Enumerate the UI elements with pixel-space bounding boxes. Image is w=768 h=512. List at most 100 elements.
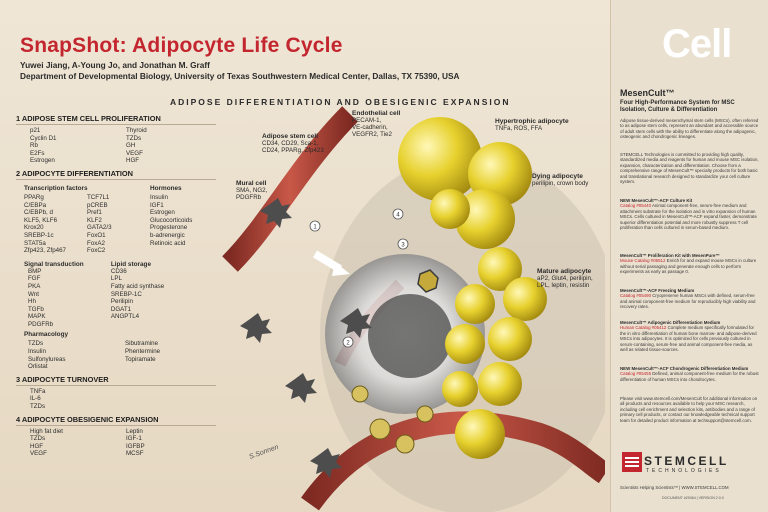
signal-heading: Signal transduction [24, 260, 84, 268]
preadipocyte [369, 418, 391, 440]
section-2-tf-hormones: Transcription factors PPARg C/EBPa C/EBP… [16, 182, 216, 255]
list-item: FoxC2 [87, 247, 106, 255]
section-4-lists: High fat diet TZDs HGF VEGF Leptin IGF-1… [16, 428, 216, 458]
mature-adipocyte [488, 317, 532, 361]
step-number: 2 [346, 341, 350, 347]
list-item: Fatty acid synthase [110, 282, 165, 290]
list-item: KLF5, KLF6 [24, 216, 58, 224]
list-item: High fat diet [30, 427, 64, 435]
step-marker-3 [397, 238, 409, 250]
section-1-heading: 1 ADIPOSE STEM CELL PROLIFERATION [16, 114, 216, 125]
list-item: Estrogen [30, 157, 55, 165]
catalog-number: Human Catalog #05412 [620, 325, 667, 331]
list-item: HGF [126, 157, 140, 165]
artist-signature: S.Sonnen [248, 444, 279, 461]
list-item: Leptin [126, 427, 143, 435]
poster-title: SnapShot: Adipocyte Life Cycle [20, 34, 343, 57]
preadipocyte [351, 385, 369, 403]
list-item: PPARg [24, 193, 44, 201]
list-item: Rb [30, 142, 38, 150]
product-title: MesenCult™ [620, 88, 675, 98]
list-item: b-adrenergic [150, 231, 185, 239]
ad-item-text: Enrich for and expand mouse MSCs in cult… [620, 258, 757, 275]
poster-header: SnapShot: Adipocyte Life Cycle Yuwei Jia… [0, 0, 610, 88]
step-marker-2 [342, 336, 354, 348]
preadipocyte [395, 434, 415, 454]
list-item: Wnt [28, 290, 40, 298]
mature-adipocyte [478, 362, 522, 406]
ad-item: NEW MesenCult™-ACF Chondrogenic Differen… [620, 366, 760, 382]
label-line: PECAM-1, [352, 117, 382, 124]
list-item: Cyclin D1 [30, 134, 57, 142]
list-item: TCF7L1 [87, 193, 110, 201]
list-item: Orlistat [28, 363, 48, 371]
lipid-block: Lipid storage CD36 LPL Fatty acid syntha… [111, 258, 216, 329]
ad-item: NEW MesenCult™-ACF Culture Kit Catalog #… [620, 198, 760, 230]
list-item: TGFb [28, 305, 44, 313]
label-line: TNFa, ROS, FFA [495, 125, 543, 132]
list-item: TZDs [30, 435, 46, 443]
ad-item-text: Complete medium specifically formulated … [620, 325, 757, 353]
list-item: TZDs [30, 403, 46, 411]
tf-col1: PPARg C/EBPa C/EBPb, d KLF5, KLF6 Krox20… [24, 194, 81, 255]
pharmacology-heading: Pharmacology [24, 331, 69, 339]
list-item: SREBP-1c [24, 231, 54, 239]
ad-item-head: NEW MesenCult™-ACF Chondrogenic Differen… [620, 366, 749, 371]
list-item: p21 [30, 127, 41, 134]
list-item: KLF2 [87, 216, 102, 224]
catalog-number: Catalog #05490 [620, 293, 652, 299]
label-line: LPL, leptin, resistin [537, 282, 590, 289]
list-item: Sibutramine [125, 340, 159, 348]
figure-banner: ADIPOSE DIFFERENTIATION AND OBESIGENIC E… [170, 97, 511, 107]
list-item: Phentermine [125, 348, 161, 356]
ad-item-text: Cryopreserve human MSCs with defined, se… [620, 293, 756, 310]
label-line: PDGFRb [236, 194, 262, 201]
list-item: CD36 [110, 267, 127, 275]
list-item: Krox20 [24, 224, 44, 232]
preadipocyte [416, 405, 434, 423]
list-item: IGF-1 [126, 435, 142, 443]
section-3-list: TNFa IL-6 TZDs [16, 388, 216, 411]
label-title: Mature adipocyte [537, 268, 592, 275]
adipocyte [430, 189, 470, 229]
ad-item-head: MesenCult™ Adipogenic Differentiation Me… [620, 320, 721, 325]
list-item: TZDs [28, 340, 44, 348]
hormones-block: Hormones Insulin IGF1 Estrogen Glucocort… [150, 182, 216, 255]
brand-tagline: Scientists Helping Scientists™ | WWW.STE… [620, 485, 729, 490]
section-1-col2: Thyroid TZDs GH VEGF HGF [126, 127, 216, 165]
adipose-stem-cell [340, 308, 372, 338]
section-2-signal-lipid: Signal transduction BMP FGF PKA Wnt Hh T… [16, 258, 216, 329]
label-line: aP2, Glut4, perilipin, [537, 275, 593, 282]
dying-adipocyte [417, 269, 439, 293]
section-1-col1: p21 Cyclin D1 Rb E2Fs Estrogen [30, 127, 120, 165]
list-item: MAPK [28, 313, 46, 321]
list-item: LPL [110, 275, 122, 283]
label-mature-adipocyte: Mature adipocyte aP2, Glut4, perilipin, … [537, 268, 593, 289]
list-item: STAT5a [24, 239, 46, 247]
list-item: Glucocorticoids [150, 216, 193, 224]
affiliation: Department of Developmental Biology, Uni… [20, 71, 460, 81]
mature-adipocyte [503, 277, 547, 321]
label-line: VEGFR2, Tie2 [352, 131, 392, 138]
brand-sub: TECHNOLOGIES [646, 468, 722, 474]
mature-adipocyte [455, 409, 505, 459]
mature-adipocyte [455, 284, 495, 324]
label-title: Dying adipocyte [532, 173, 583, 180]
label-endothelial-cell: Endothelial cell PECAM-1, VE-cadherin, V… [352, 110, 400, 138]
ad-item-head: MesenCult™ Proliferation Kit with MesenP… [620, 253, 720, 258]
list-item: Topiramate [125, 355, 156, 363]
list-item: Sulfonylureas [28, 355, 66, 363]
label-line: CD24, PPARg, Zfp423 [262, 147, 324, 154]
illustration-svg: 1 2 3 4 S.Sonnen [222, 106, 620, 512]
label-line: CD34, CD29, Sca-1, [262, 140, 319, 147]
hypertrophic-adipocyte [398, 117, 482, 201]
section-4-col1: High fat diet TZDs HGF VEGF [30, 428, 120, 458]
list-item: Estrogen [150, 209, 175, 217]
section-4-heading: 4 ADIPOCYTE OBESIGENIC EXPANSION [16, 415, 216, 426]
list-item: FoxO1 [87, 231, 106, 239]
ad-item: MesenCult™ Proliferation Kit with MesenP… [620, 253, 760, 275]
lipid-heading: Lipid storage [110, 260, 151, 268]
signal-block: Signal transduction BMP FGF PKA Wnt Hh T… [24, 258, 105, 329]
label-line: VE-cadherin, [352, 124, 388, 131]
section-3-heading: 3 ADIPOCYTE TURNOVER [16, 375, 216, 386]
